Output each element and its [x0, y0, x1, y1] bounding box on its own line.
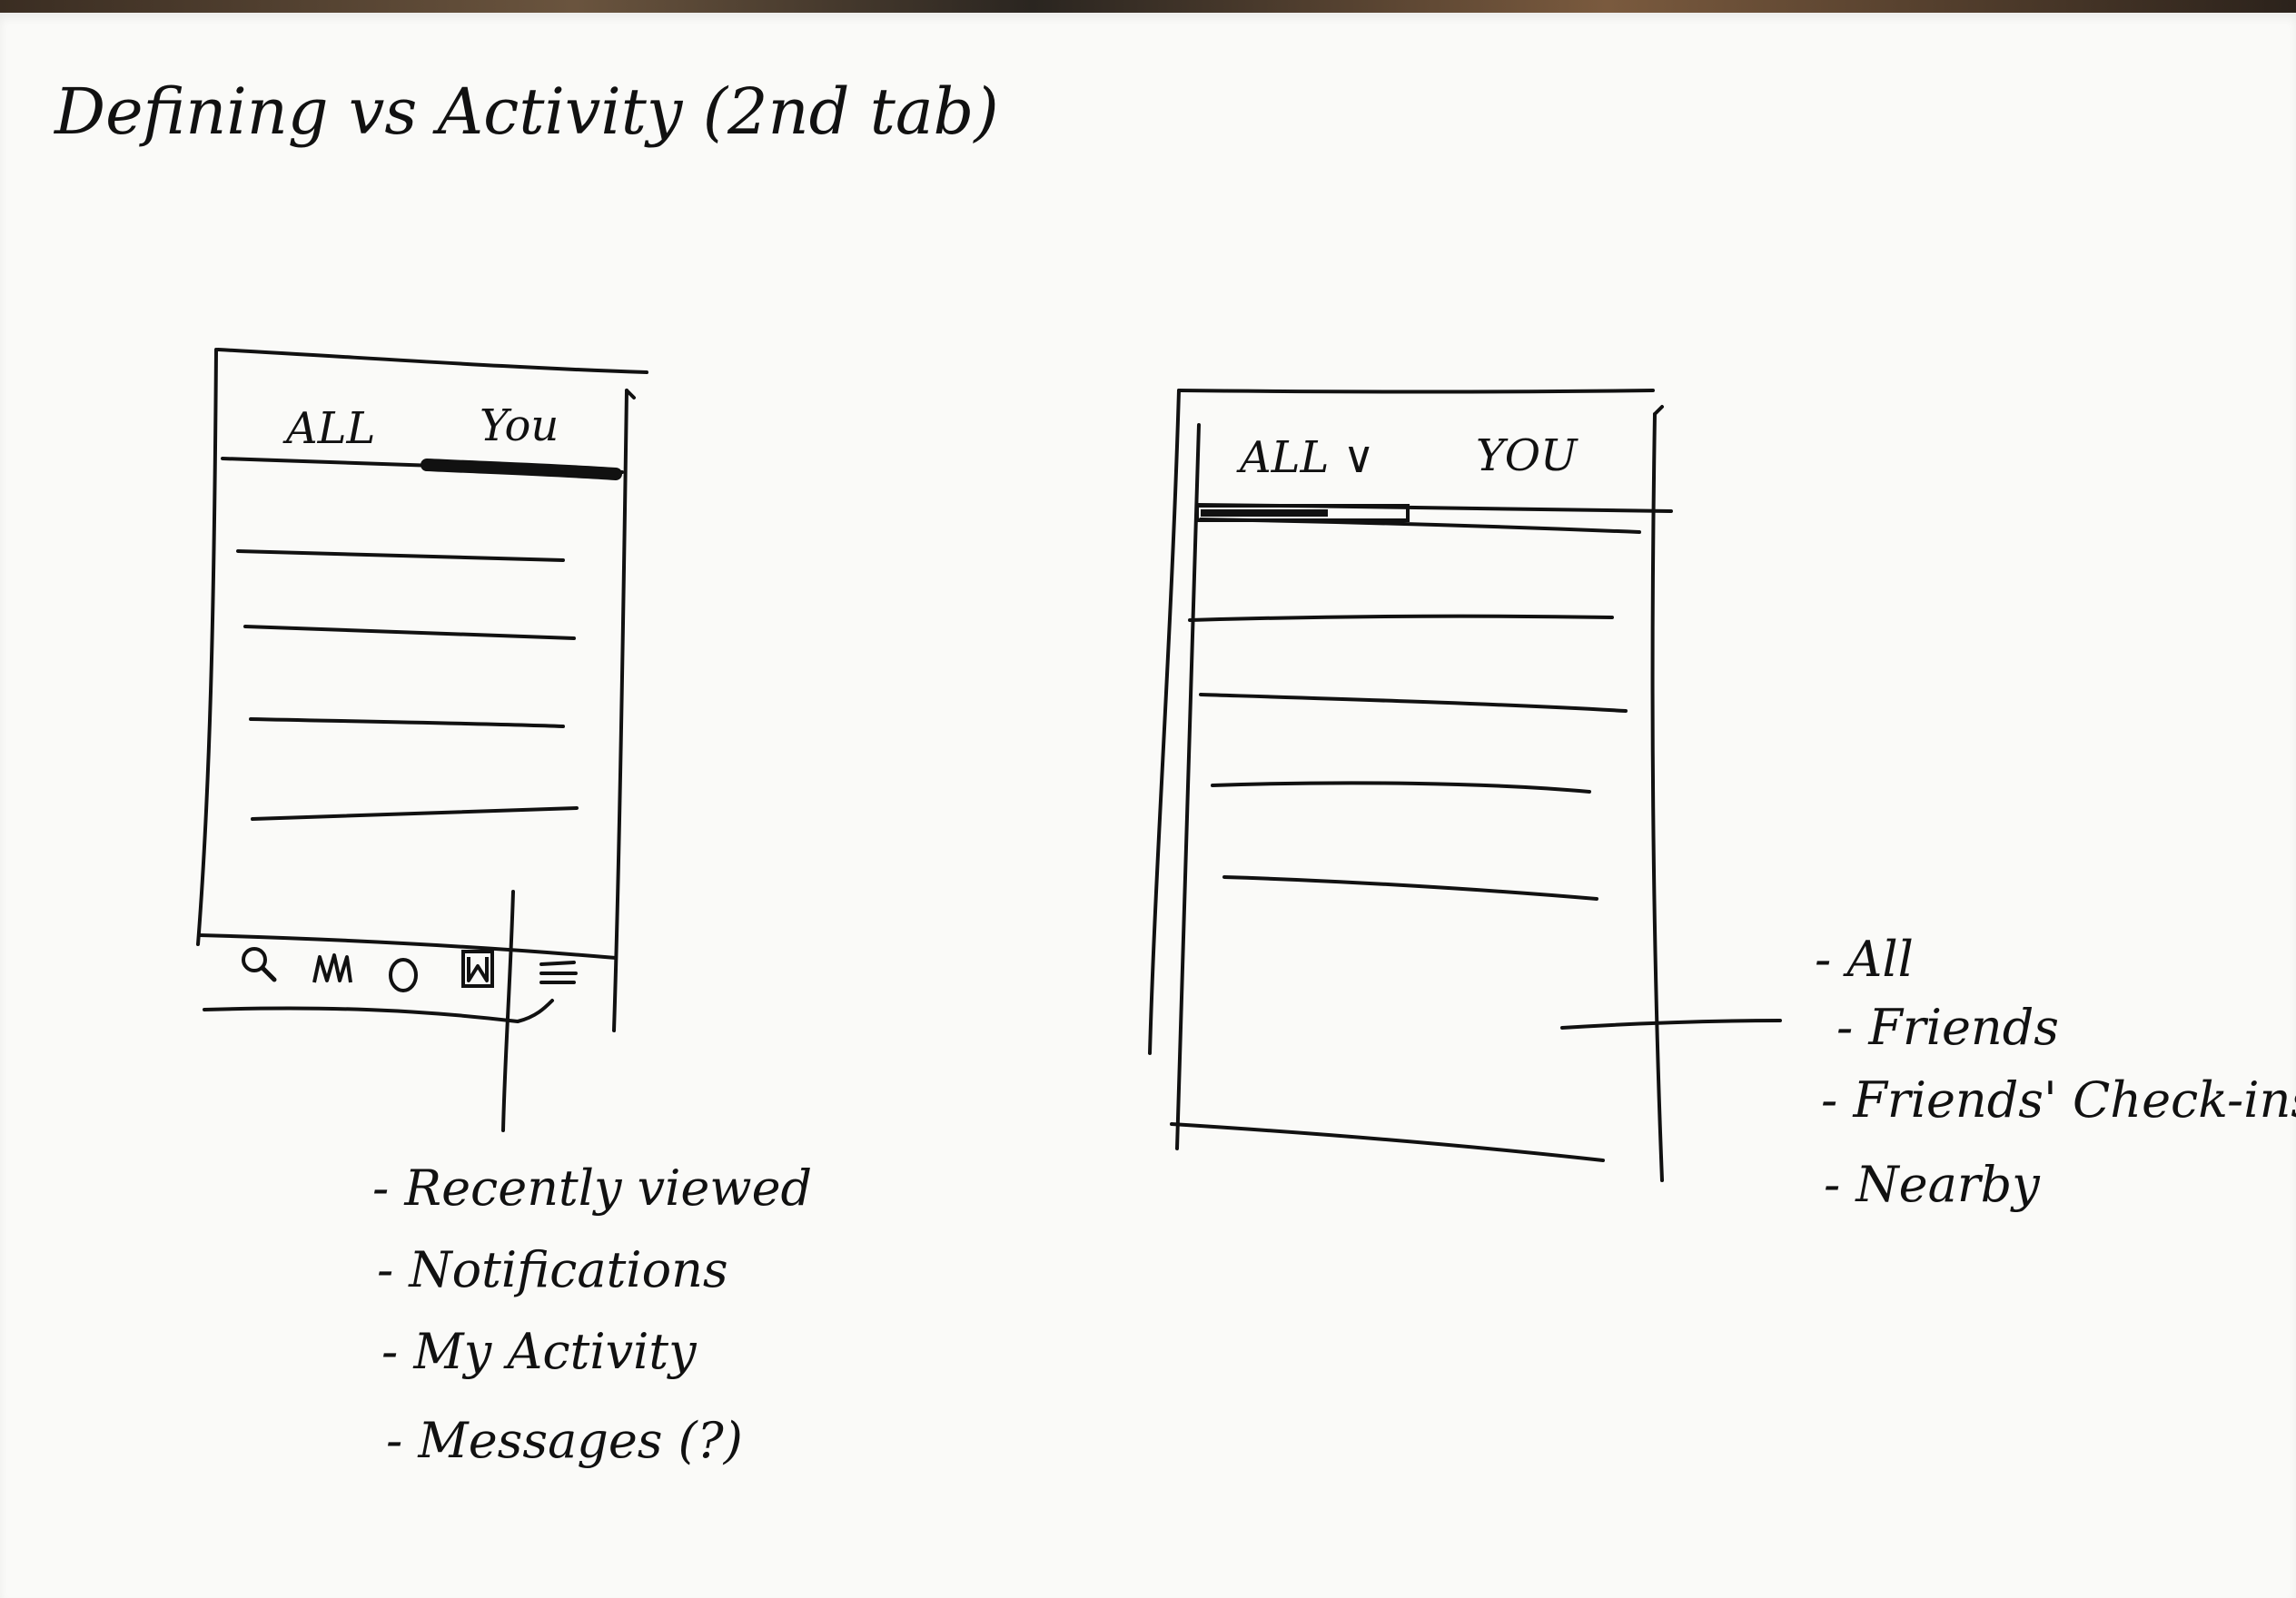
- menu-option-my-activity: - My Activity: [381, 1323, 697, 1380]
- right-list-row-1: [1188, 614, 1614, 622]
- left-phone-right-edge: [612, 389, 628, 1032]
- tab-you[interactable]: You: [480, 400, 559, 451]
- right-list-row-2: [1199, 693, 1628, 713]
- left-list-row-2: [243, 625, 576, 640]
- map-icon[interactable]: [309, 946, 358, 995]
- right-tab-underline: [1195, 504, 1410, 522]
- tab-you[interactable]: YOU: [1476, 430, 1578, 481]
- menu-option-notifications: - Notifications: [377, 1241, 728, 1298]
- tab-all[interactable]: ALL: [286, 403, 376, 454]
- left-list-row-3: [249, 717, 565, 728]
- left-list-row-4: [251, 806, 579, 821]
- filter-option-nearby: - Nearby: [1824, 1156, 2040, 1213]
- left-phone-bottom-edge: [203, 999, 554, 1024]
- search-icon[interactable]: [234, 940, 283, 989]
- right-list-row-3: [1211, 781, 1591, 794]
- menu-icon[interactable]: [534, 952, 583, 1001]
- right-phone-bottom-edge: [1170, 1122, 1605, 1162]
- bookmark-icon[interactable]: [454, 944, 503, 993]
- filter-option-all: - All: [1815, 931, 1914, 988]
- tab-all-dropdown[interactable]: ALL ∨: [1240, 432, 1375, 483]
- filter-option-friends-checkins: - Friends' Check-ins: [1821, 1071, 2296, 1129]
- left-tab-underline: [421, 459, 622, 480]
- paper-sheet: [0, 13, 2296, 1598]
- right-dropdown-callout-line: [1560, 1019, 1782, 1030]
- page-title: Defining vs Activity (2nd tab): [54, 74, 999, 149]
- filter-option-friends: - Friends: [1836, 999, 2059, 1056]
- right-phone-top-edge: [1177, 389, 1655, 394]
- left-list-row-1: [236, 549, 565, 562]
- menu-option-recently-viewed: - Recently viewed: [372, 1159, 813, 1217]
- menu-option-messages: - Messages (?): [386, 1412, 743, 1469]
- photo-background-strip: [0, 0, 2296, 16]
- left-phone-top-edge: [216, 348, 648, 374]
- right-phone-right-edge: [1650, 412, 1664, 1182]
- right-phone-outer-left-edge: [1148, 389, 1181, 1055]
- left-phone-right-edge-tick: [625, 389, 636, 400]
- right-phone-right-edge-tick: [1653, 405, 1664, 416]
- right-list-row-4: [1222, 875, 1598, 901]
- right-phone-inner-left-edge: [1175, 423, 1201, 1150]
- circle-icon[interactable]: [380, 950, 429, 999]
- left-bottom-nav-top: [198, 933, 618, 960]
- left-phone-left-edge: [196, 348, 218, 946]
- left-menu-callout-line: [501, 890, 515, 1132]
